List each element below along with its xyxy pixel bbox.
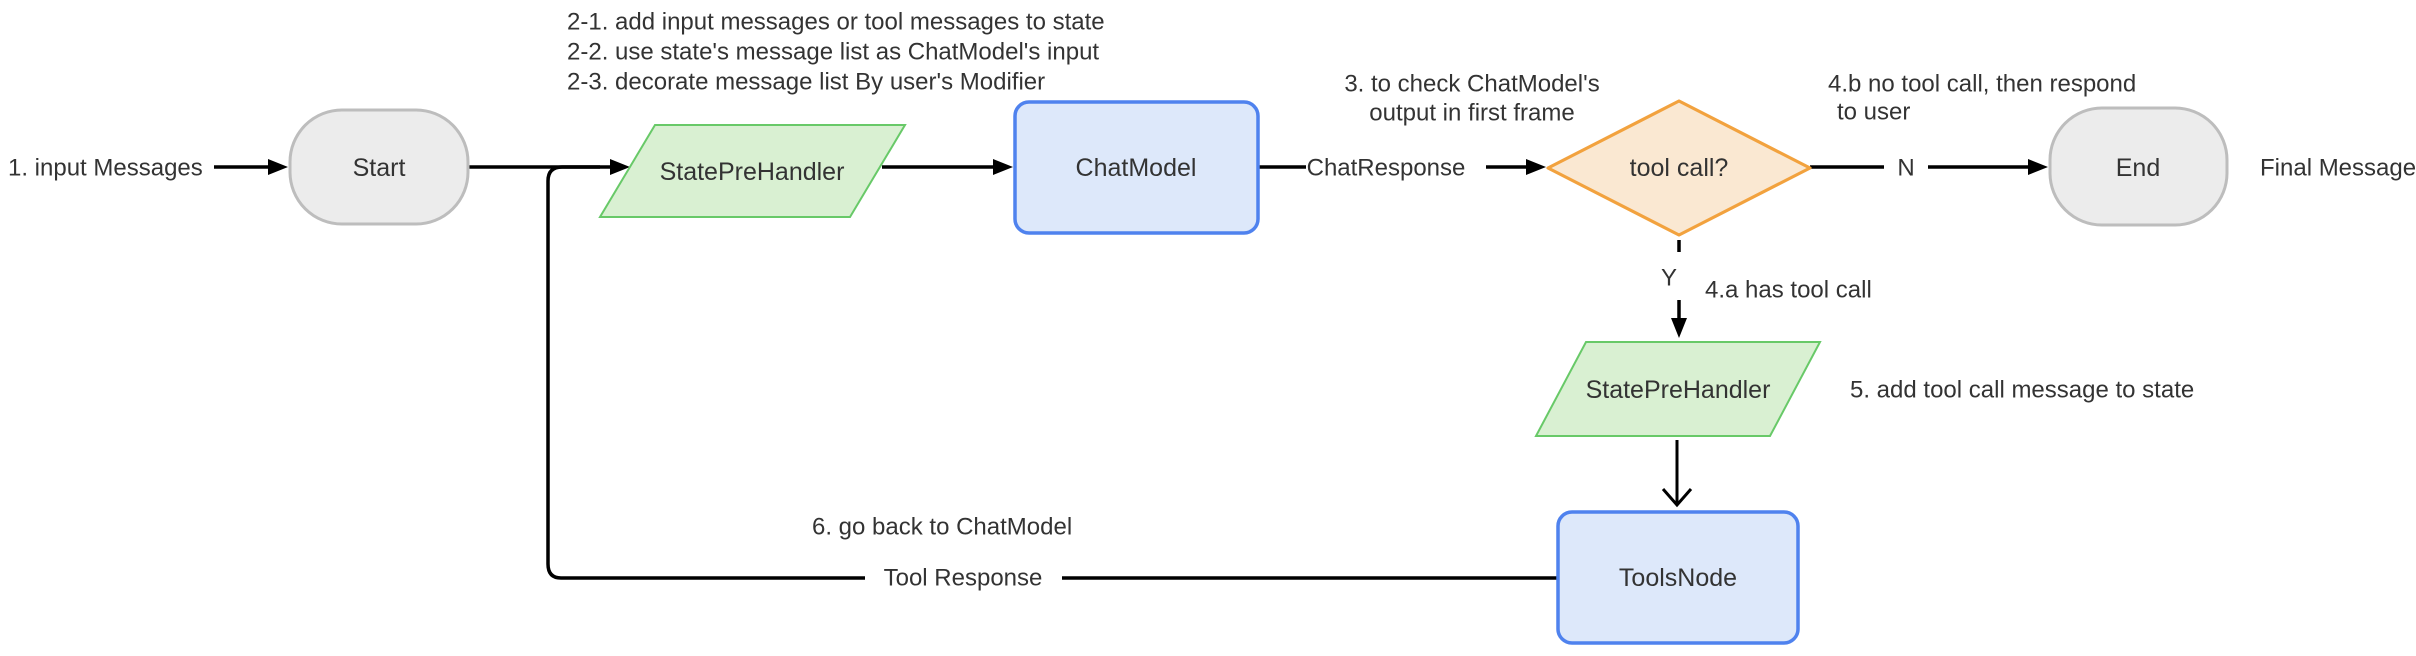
annotation-step-3-line-1: 3. to check ChatModel's — [1344, 71, 1599, 98]
node-state-pre-handler-bottom-label: StatePreHandler — [1586, 376, 1771, 404]
node-end-label: End — [2116, 154, 2160, 182]
node-chat-model — [1013, 100, 1260, 235]
edges-layer — [214, 159, 2048, 580]
annotation-step-5: 5. add tool call message to state — [1850, 377, 2194, 404]
node-end — [2048, 106, 2229, 227]
annotation-step-4b-line-2: to user — [1837, 99, 1910, 126]
node-start — [288, 108, 470, 226]
node-state-pre-handler-bottom — [1534, 341, 1822, 437]
annotation-step-3-line-2: output in first frame — [1369, 100, 1574, 127]
node-state-pre-handler-top-label: StatePreHandler — [660, 158, 845, 186]
annotation-step-4a: 4.a has tool call — [1705, 277, 1872, 304]
annotation-step-2-line-3: 2-3. decorate message list By user's Mod… — [567, 69, 1045, 96]
label-no-branch: N — [1897, 155, 1914, 182]
node-start-label: Start — [353, 154, 406, 182]
nodes-layer — [288, 99, 2229, 645]
labels-layer: Start StatePreHandler ChatModel tool cal… — [8, 9, 2416, 593]
annotation-step-6: 6. go back to ChatModel — [812, 514, 1072, 541]
node-state-pre-handler-top — [598, 124, 907, 218]
chevron-arrowhead-icon — [1661, 488, 1693, 508]
label-chat-response: ChatResponse — [1307, 155, 1466, 182]
annotation-step-2-line-1: 2-1. add input messages or tool messages… — [567, 9, 1105, 36]
label-final-message: Final Message — [2260, 155, 2416, 182]
annotation-step-4b-line-1: 4.b no tool call, then respond — [1828, 71, 2136, 98]
node-chat-model-label: ChatModel — [1076, 154, 1197, 182]
node-tool-call-decision — [1546, 99, 1812, 237]
node-tool-call-decision-label: tool call? — [1630, 154, 1729, 182]
annotation-step-2-line-2: 2-2. use state's message list as ChatMod… — [567, 39, 1099, 66]
label-input-messages: 1. input Messages — [8, 155, 203, 182]
edge-toolresponse-loop-up — [546, 165, 865, 580]
label-yes-branch: Y — [1661, 265, 1677, 292]
node-tools-node-label: ToolsNode — [1619, 564, 1737, 592]
node-tools-node — [1556, 510, 1800, 645]
label-tool-response: Tool Response — [884, 565, 1043, 592]
